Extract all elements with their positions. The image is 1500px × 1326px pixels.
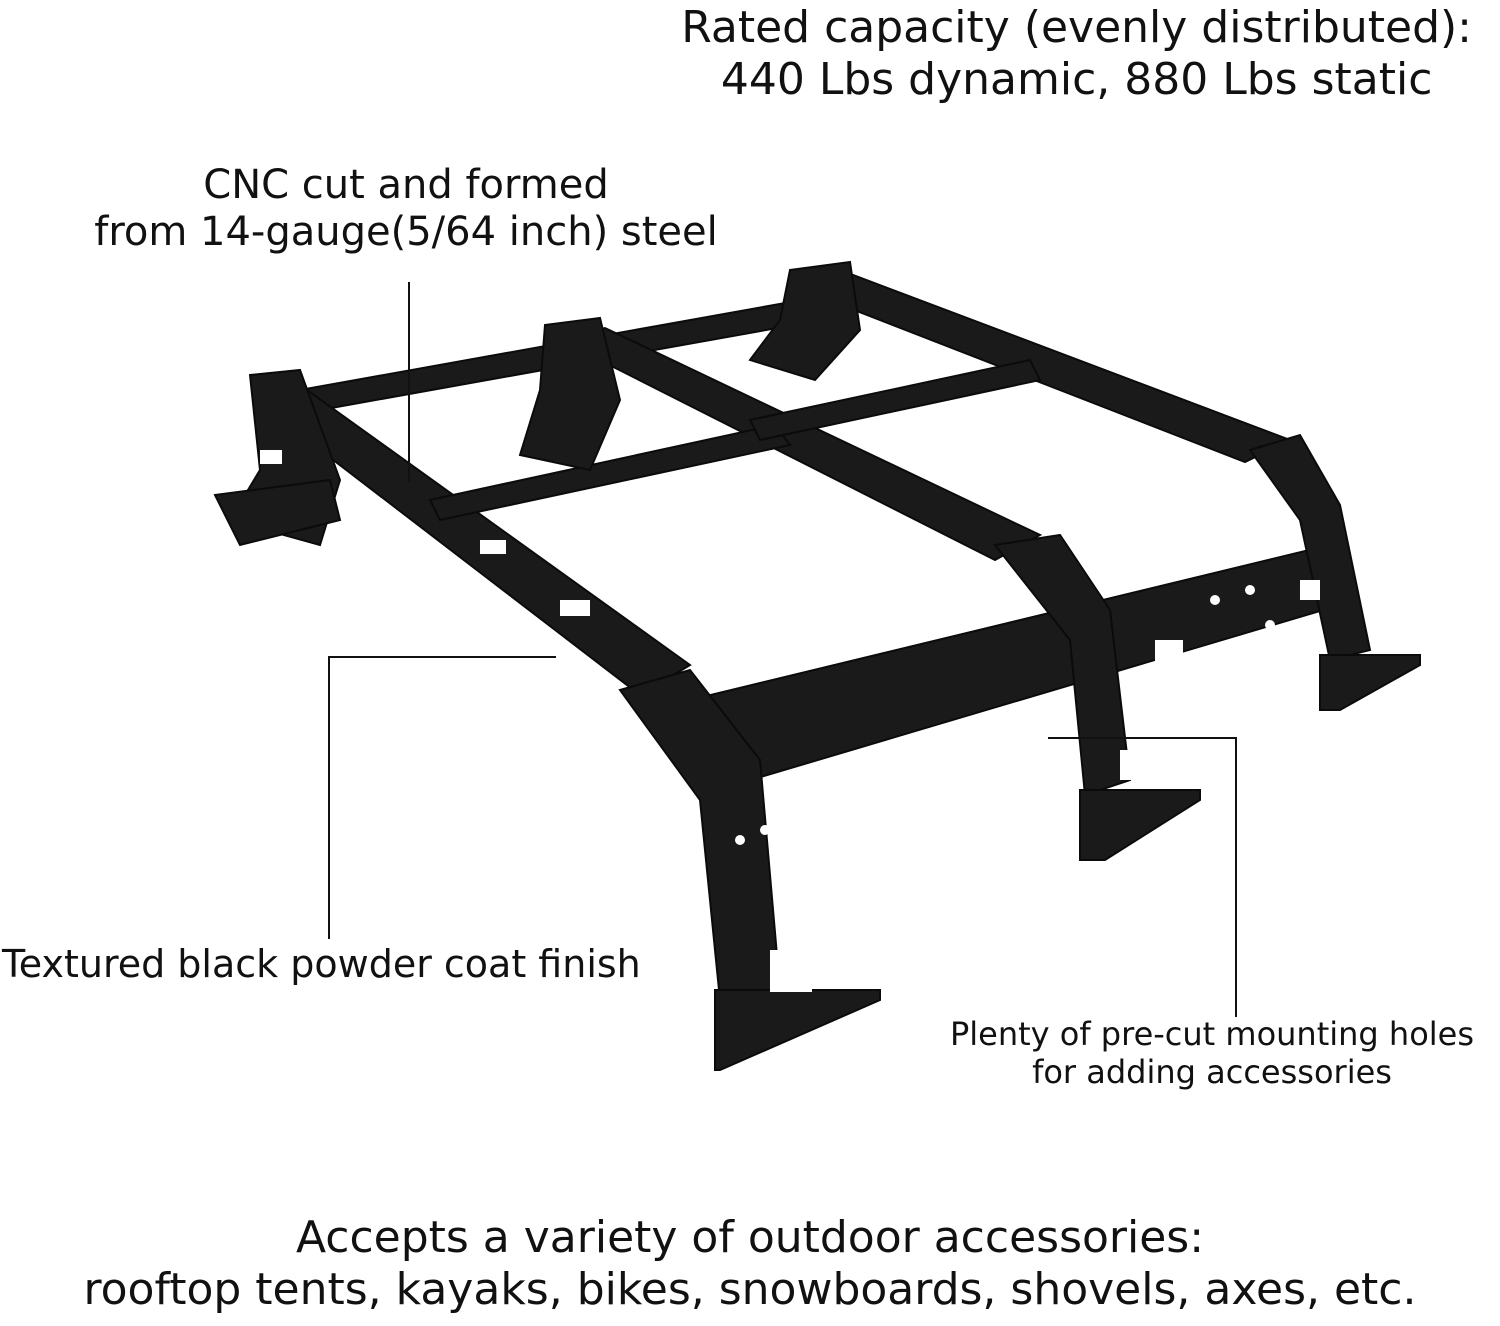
- holes-leader-horizontal: [1048, 737, 1236, 739]
- holes-line-2: for adding accessories: [1032, 1052, 1392, 1091]
- capacity-line-1: Rated capacity (evenly distributed):: [681, 2, 1472, 53]
- finish-line-1: Textured black powder coat finish: [2, 942, 641, 986]
- finish-leader-horizontal: [328, 656, 556, 658]
- finish-leader-vertical: [328, 657, 330, 939]
- mounting-holes: [260, 450, 1320, 992]
- holes-line-1: Plenty of pre-cut mounting holes: [949, 1015, 1475, 1053]
- accessories-caption: Accepts a variety of outdoor accessories…: [0, 1212, 1500, 1316]
- caption-line-1: Accepts a variety of outdoor accessories…: [295, 1212, 1205, 1263]
- rack-frame: [213, 260, 1421, 1071]
- finish-callout: Textured black powder coat finish: [2, 942, 641, 987]
- capacity-callout: Rated capacity (evenly distributed): 440…: [681, 2, 1472, 106]
- holes-leader-vertical: [1235, 737, 1237, 1017]
- cnc-line-2: from 14-gauge(5/64 inch) steel: [94, 209, 718, 256]
- cnc-callout: CNC cut and formed from 14-gauge(5/64 in…: [66, 162, 746, 256]
- capacity-line-2: 440 Lbs dynamic, 880 Lbs static: [720, 53, 1433, 105]
- cnc-leader-line: [408, 282, 410, 482]
- cnc-line-1: CNC cut and formed: [203, 162, 609, 208]
- caption-line-2: rooftop tents, kayaks, bikes, snowboards…: [83, 1263, 1417, 1315]
- holes-callout: Plenty of pre-cut mounting holes for add…: [924, 1015, 1500, 1092]
